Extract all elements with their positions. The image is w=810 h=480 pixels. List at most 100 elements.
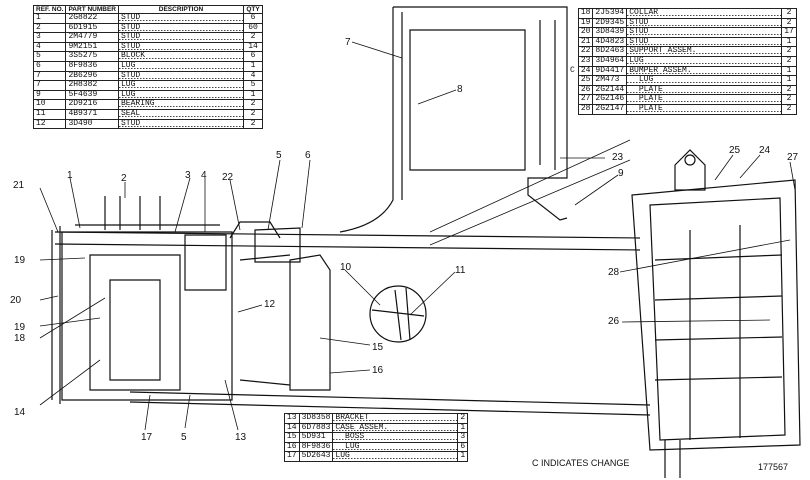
ref-number: 11 [32,108,67,120]
quantity: 2 [781,103,797,115]
quantity: 2 [457,413,469,424]
description: PLATE [626,94,783,105]
change-mark [568,76,578,86]
callout-21: 21 [13,180,25,191]
part-number: 2M473 [592,75,628,86]
quantity: 2 [781,8,797,19]
quantity: 2 [781,55,797,67]
change-mark [568,47,578,57]
callout-2: 2 [121,173,127,184]
description: STUD [626,27,783,38]
quantity: 1 [781,75,797,86]
description: LUG [626,55,783,67]
part-number: 3D8358 [298,413,334,424]
description: LUG [118,60,244,72]
description: SUPPORT ASSEM. [626,46,783,57]
quantity: 2 [243,32,263,43]
callout-9: 9 [618,168,624,179]
callout-8: 8 [457,84,463,95]
description: STUD [118,13,244,24]
document-number: 177567 [758,462,789,472]
ref-number: 28 [577,103,594,115]
callout-5: 5 [276,150,282,161]
change-mark [568,28,578,38]
ref-number: 27 [577,94,594,105]
ref-number: 1 [32,13,67,24]
ref-number: 20 [577,27,594,38]
part-number: 3D4964 [592,55,628,67]
quantity: 6 [243,13,263,24]
change-mark [568,95,578,105]
part-number: 3D490 [65,118,119,130]
description: LUG [332,441,459,453]
part-number: 2G2147 [592,103,628,115]
callout-16: 16 [372,365,384,376]
ref-number: 18 [577,8,594,19]
change-mark [568,85,578,95]
change-mark: C [570,65,575,75]
callout-23: 23 [612,152,624,163]
callout-13: 13 [235,432,247,443]
quantity: 2 [243,108,263,120]
quantity: 2 [243,118,263,130]
quantity: 1 [243,60,263,72]
part-number: 2M4779 [65,32,119,43]
part-number: 5D931 [298,432,334,443]
callout-22: 22 [222,172,234,183]
description: LUG [332,451,459,462]
change-mark [568,9,578,19]
callout-25: 25 [729,145,741,156]
ref-number: 25 [577,75,594,86]
callout-3: 3 [185,170,191,181]
callout-5b: 5 [181,432,187,443]
change-mark [568,104,578,114]
part-number: 2H8382 [65,80,119,91]
part-number: 2J5394 [592,8,628,19]
ref-number: 12 [32,118,67,130]
callout-24: 24 [759,145,771,156]
part-number: 2G2146 [592,94,628,105]
callout-11: 11 [455,265,466,276]
description: STUD [118,32,244,43]
ref-number: 13 [284,413,300,424]
callout-10: 10 [340,262,352,273]
callout-14: 14 [14,407,26,418]
callout-12: 12 [264,299,276,310]
part-number: 2D9216 [65,99,119,110]
part-number: 8F9836 [65,60,119,72]
quantity: 2 [781,94,797,105]
description: STUD [118,118,244,130]
change-mark [568,18,578,28]
callout-7: 7 [345,37,351,48]
change-mark [568,56,578,66]
quantity: 2 [243,99,263,110]
callout-26: 26 [608,316,620,327]
ref-number: 6 [32,60,67,72]
description: BLOCK [118,51,244,62]
callout-19b: 19 [14,322,26,333]
description: COLLAR [626,8,783,19]
description: STUD [118,70,244,82]
change-mark [568,37,578,47]
ref-number: 7 [32,80,67,91]
callout-28: 28 [608,267,620,278]
description: LUG [626,75,783,86]
callout-20: 20 [10,295,22,306]
part-number: 3D8439 [592,27,628,38]
